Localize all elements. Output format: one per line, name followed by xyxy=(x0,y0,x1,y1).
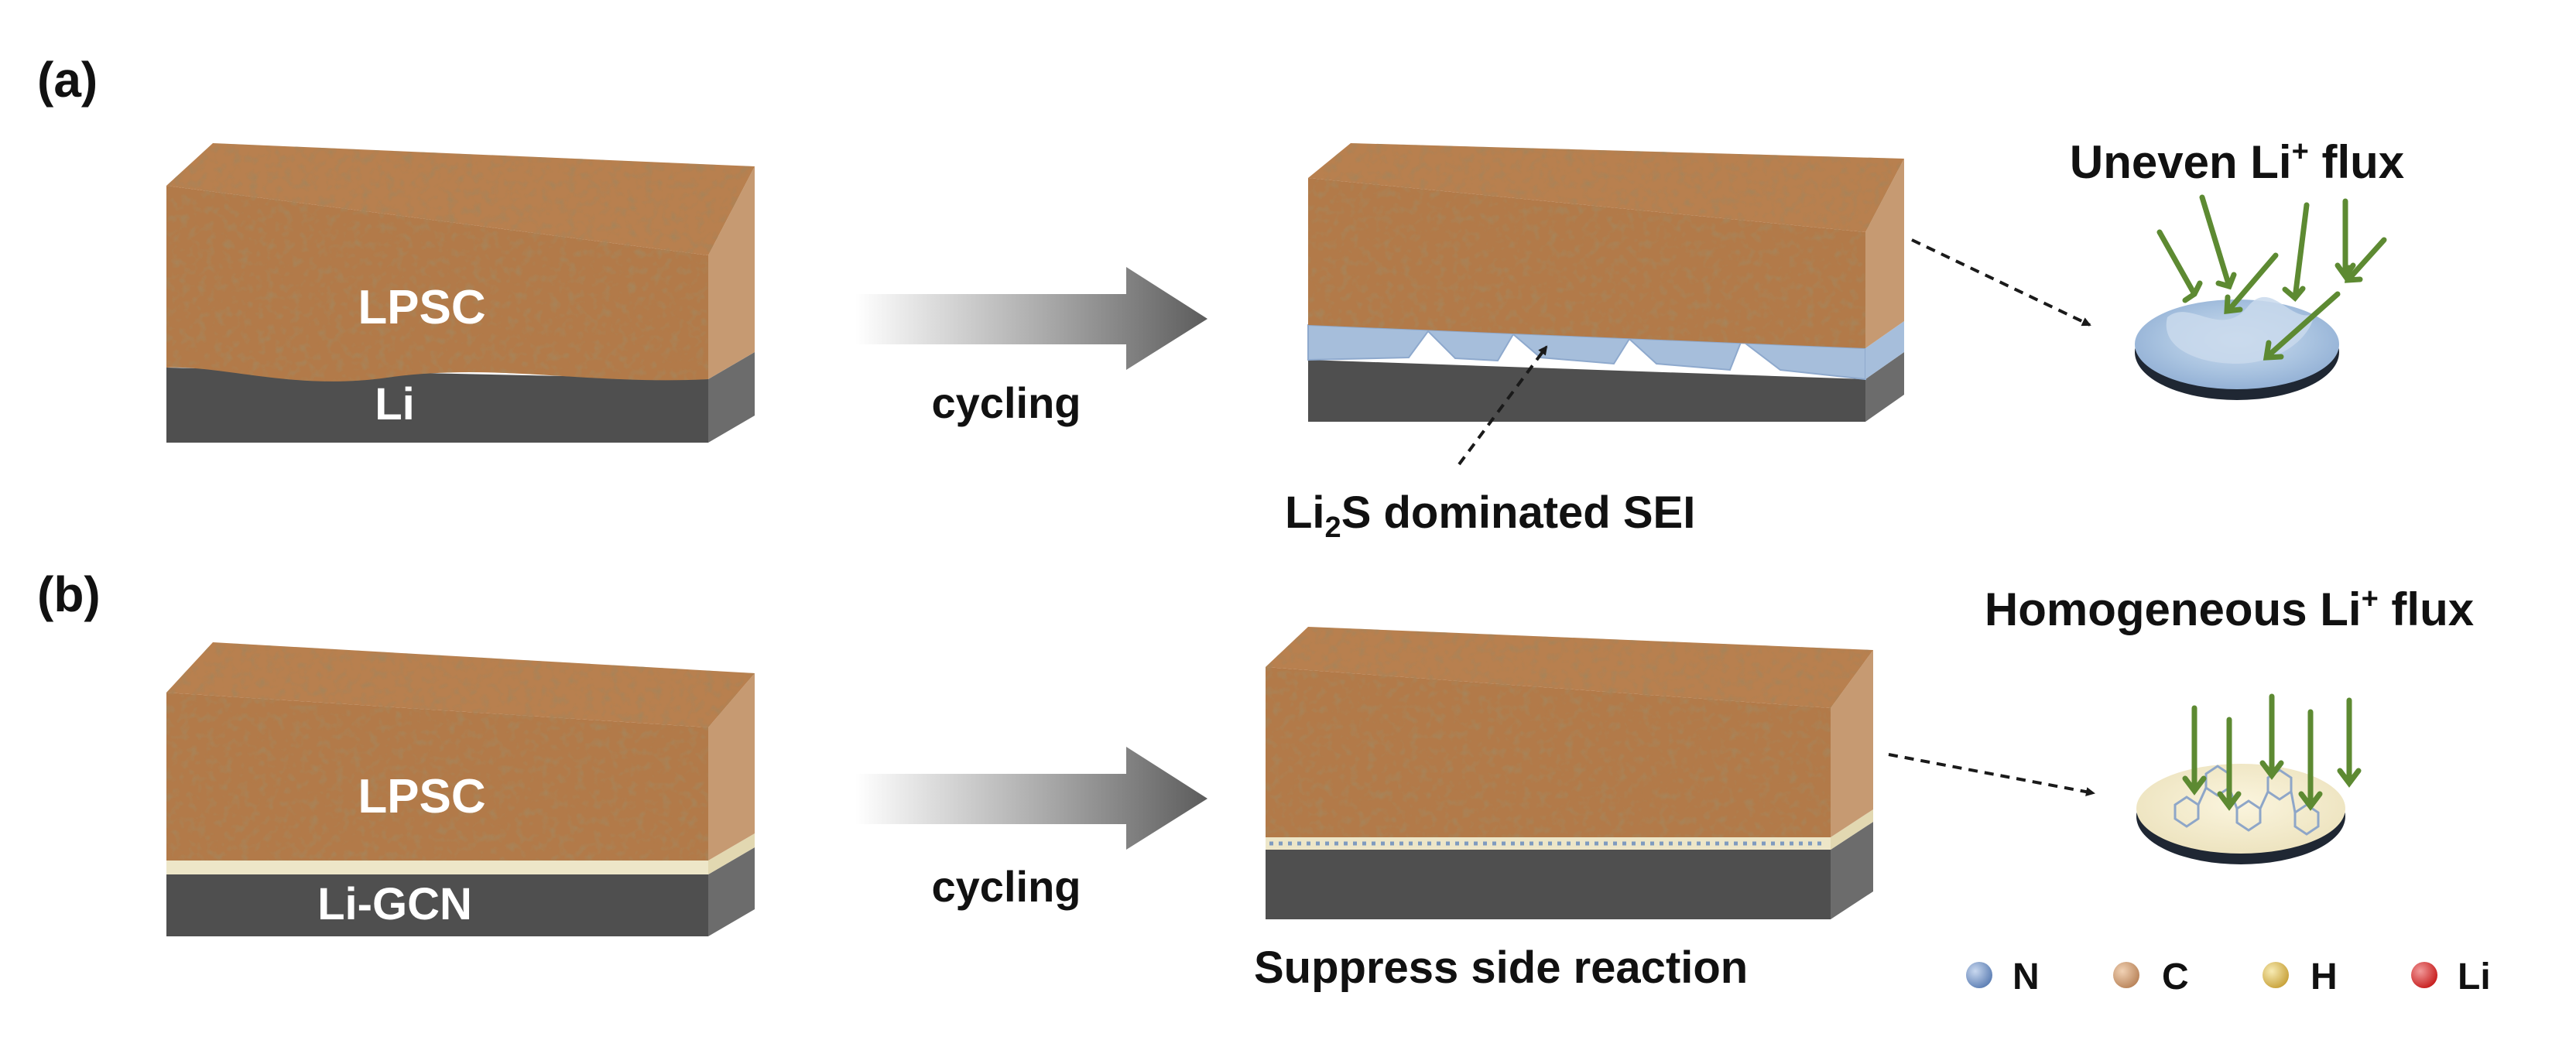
sei-callout-arrow xyxy=(1458,345,1548,466)
lithium-side-face xyxy=(1831,822,1873,919)
lpsc-front-face xyxy=(166,186,708,382)
legend-n-label: N xyxy=(2012,956,2040,997)
lpsc-side-face xyxy=(1831,650,1873,837)
panel-b-cycled-cell xyxy=(1266,627,1873,919)
legend-li-swatch xyxy=(2411,962,2437,988)
lithium-front-face xyxy=(166,874,708,936)
lpsc-label: LPSC xyxy=(358,770,485,823)
panel-a-tag: (a) xyxy=(37,52,98,108)
cycling-label: cycling xyxy=(932,378,1081,427)
homogeneous-flux-title: Homogeneous Li+ flux xyxy=(1985,583,2474,635)
li-anode-label: Li xyxy=(375,379,415,429)
lpsc-side-face xyxy=(1865,159,1904,348)
sei-side-face xyxy=(1865,321,1904,379)
lithium-side-face xyxy=(708,847,755,936)
li-gcn-anode-label: Li-GCN xyxy=(317,879,472,929)
panel-a-cycled-cell xyxy=(1307,143,1904,422)
lpsc-side-face xyxy=(708,166,755,379)
zoom-callout-arrow xyxy=(1911,238,2091,327)
homogeneous-flux-arrows xyxy=(2182,693,2362,811)
lithium-front-face xyxy=(1266,850,1831,919)
sei-composition-label: Li2S dominated SEI xyxy=(1285,488,1695,544)
legend-c-label: C xyxy=(2162,956,2189,997)
atom-legend: N C H Li xyxy=(1966,956,2491,997)
interphase-note: Suppress side reaction xyxy=(1254,943,1748,993)
cycling-arrow xyxy=(855,747,1208,850)
panel-b: (b) LPSC Li-GCN cycling xyxy=(37,566,2474,993)
lpsc-side-face xyxy=(708,673,755,861)
legend-h-label: H xyxy=(2311,956,2338,997)
panel-b-initial-cell: LPSC Li-GCN xyxy=(166,642,755,936)
lithium-front-face xyxy=(166,368,708,443)
gcn-layer-side xyxy=(708,833,755,874)
lpsc-front-face xyxy=(1308,178,1865,348)
legend-h-swatch xyxy=(2263,962,2289,988)
legend-c-swatch xyxy=(2113,962,2139,988)
panel-b-tag: (b) xyxy=(37,566,101,622)
homogeneous-flux-disk xyxy=(2136,693,2362,864)
lpsc-label: LPSC xyxy=(358,281,485,334)
panel-a: (a) LPSC Li cycling Li2S dominated SEI xyxy=(37,52,2404,544)
zoom-callout-arrow xyxy=(1888,753,2095,797)
panel-a-initial-cell: LPSC Li xyxy=(166,143,755,443)
lpsc-top-face xyxy=(1308,143,1904,232)
lithium-side-face xyxy=(708,352,755,443)
gcn-layer-front xyxy=(166,861,708,874)
lpsc-front-face xyxy=(166,693,708,861)
uneven-flux-title: Uneven Li+ flux xyxy=(2070,135,2404,188)
sei-layer xyxy=(1307,323,1866,381)
cycling-label: cycling xyxy=(932,862,1081,911)
legend-n-swatch xyxy=(1966,962,1992,988)
lpsc-top-face xyxy=(166,642,755,727)
uneven-flux-disk xyxy=(2135,194,2387,400)
lpsc-top-face xyxy=(1266,627,1873,708)
gcn-layer-side xyxy=(1831,809,1873,850)
uneven-flux-arrows xyxy=(2156,194,2387,361)
lpsc-front-face xyxy=(1266,667,1831,837)
lithium-side-face xyxy=(1865,352,1904,422)
legend-li-label: Li xyxy=(2458,956,2491,997)
cycling-arrow xyxy=(855,267,1208,370)
lithium-front-face xyxy=(1308,360,1865,422)
lpsc-top-face xyxy=(166,143,755,255)
